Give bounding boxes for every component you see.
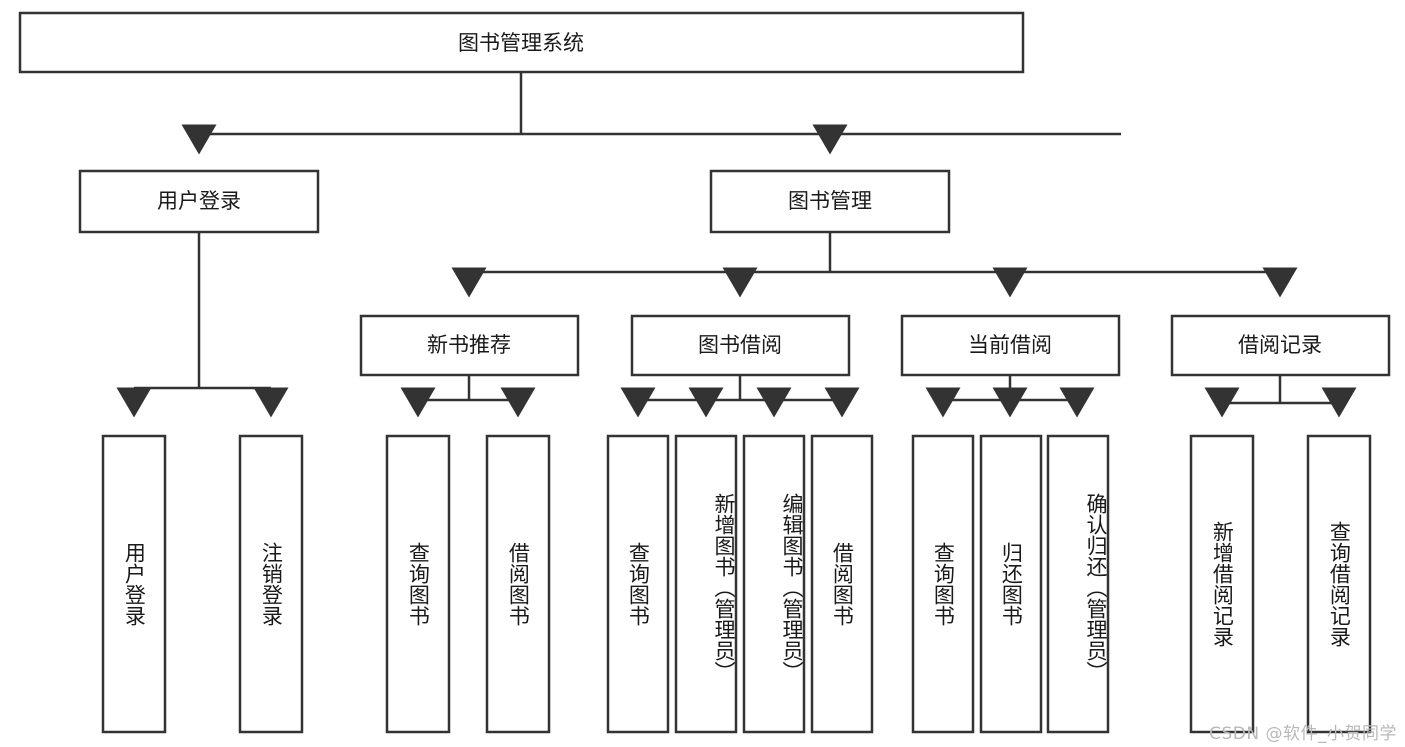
leaf-node-user-login-action[interactable] [101,434,167,734]
node-book-management[interactable]: 图书管理 [709,169,951,234]
node-user-login[interactable]: 用户登录 [78,169,320,234]
node-root-label: 图书管理系统 [458,31,584,55]
node-borrow-records[interactable]: 借阅记录 [1170,314,1391,377]
leaf-node-add-book-admin[interactable] [674,434,738,734]
leaf-node-borrow-books-action[interactable] [810,434,874,734]
leaf-node-query-books-current[interactable] [911,434,975,734]
watermark-credit: CSDN @软件_小贺同学 [1209,724,1397,744]
node-new-book-recommend[interactable]: 新书推荐 [359,314,580,377]
leaf-node-confirm-return-admin[interactable] [1046,434,1110,734]
node-user-login-label: 用户登录 [157,189,241,213]
node-book-borrow[interactable]: 图书借阅 [630,314,851,377]
connector-currentborrow-to-leaves [925,375,1095,418]
connector-newbooks-to-leaves [400,375,536,418]
leaf-node-logout-action[interactable] [238,434,304,734]
node-book-borrow-label: 图书借阅 [698,333,782,357]
connector-bookborrow-to-leaves [620,375,860,418]
leaf-node-edit-book-admin[interactable] [742,434,806,734]
node-current-borrow[interactable]: 当前借阅 [900,314,1121,377]
leaf-node-return-books[interactable] [979,434,1043,734]
leaf-node-query-books-borrow[interactable] [606,434,670,734]
connector-userlogin-to-leaves [116,232,289,418]
leaf-node-add-borrow-record[interactable] [1189,434,1255,734]
node-borrow-records-label: 借阅记录 [1238,333,1322,357]
leaf-node-borrow-books-new[interactable] [485,434,551,734]
node-current-borrow-label: 当前借阅 [968,333,1052,357]
node-root-system[interactable]: 图书管理系统 [18,11,1025,74]
connector-bookmgmt-to-level3 [451,232,1298,298]
node-book-management-label: 图书管理 [788,189,872,213]
node-new-book-recommend-label: 新书推荐 [427,333,511,357]
leaf-node-query-borrow-record[interactable] [1306,434,1372,734]
connector-borrowrecords-to-leaves [1204,375,1357,418]
connector-root-to-level2 [181,72,1121,155]
leaf-node-query-books-new[interactable] [385,434,451,734]
